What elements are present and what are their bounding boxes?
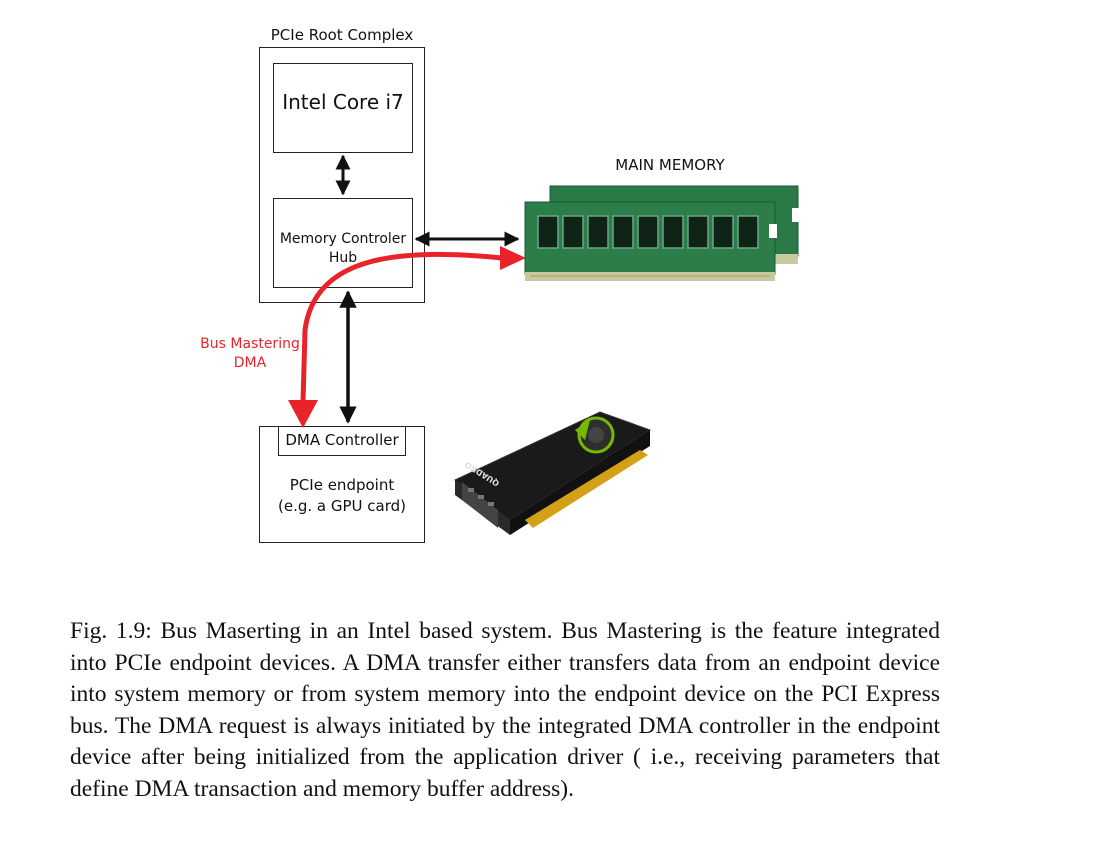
root-complex-label: PCIe Root Complex	[270, 26, 414, 44]
figure-caption: Fig. 1.9: Bus Maserting in an Intel base…	[70, 618, 940, 802]
ram-module-icon	[524, 185, 800, 281]
mch-label-line1: Memory Controler	[279, 231, 407, 247]
cpu-label: Intel Core i7	[282, 90, 404, 114]
endpoint-line2: (e.g. a GPU card)	[278, 497, 406, 515]
memory-controller-hub-label: Memory Controler Hub	[273, 230, 413, 268]
dma-controller-label: DMA Controller	[285, 431, 399, 449]
cpu-box	[273, 63, 413, 153]
bus-mastering-line2: DMA	[233, 355, 267, 371]
bus-mastering-dma-arrow	[288, 246, 526, 428]
gpu-card-icon: QUADRO	[454, 411, 652, 535]
memory-controller-hub-box	[273, 198, 413, 288]
bus-mastering-line1: Bus Mastering	[200, 336, 300, 352]
mch-label-line2: Hub	[328, 250, 358, 266]
dma-controller-box	[278, 426, 406, 456]
pcie-endpoint-label: PCIe endpoint (e.g. a GPU card)	[259, 475, 425, 517]
main-memory-label: MAIN MEMORY	[615, 156, 725, 174]
endpoint-line1: PCIe endpoint	[289, 476, 395, 494]
bus-mastering-dma-label: Bus Mastering DMA	[190, 335, 310, 373]
